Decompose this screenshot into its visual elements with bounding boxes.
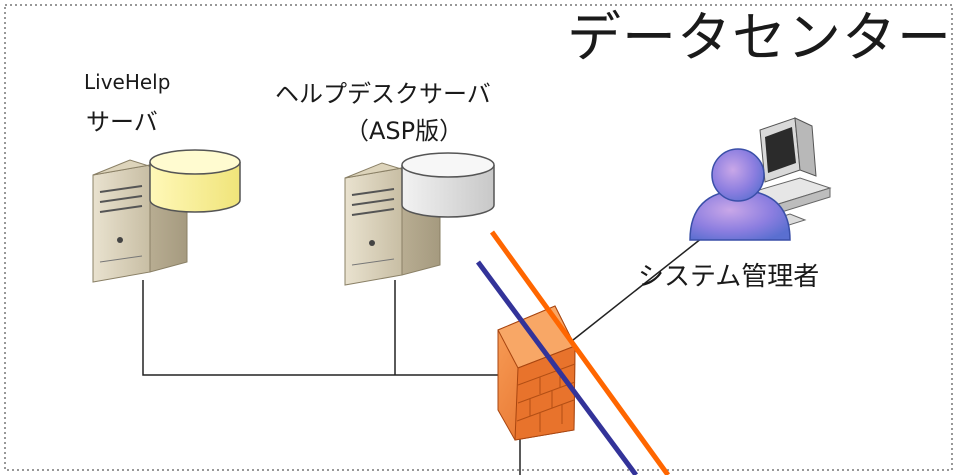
livehelp-database-icon <box>149 149 241 213</box>
livehelp-server-label-line2: サーバ <box>86 108 158 136</box>
datacenter-title: データセンター <box>567 6 952 69</box>
person-icon <box>689 148 791 241</box>
orange-diagonal-line <box>489 230 671 475</box>
livehelp-server-label-line1: LiveHelp <box>84 70 171 94</box>
helpdesk-server-label-line1: ヘルプデスクサーバ <box>275 80 491 108</box>
connector-lines <box>142 237 703 475</box>
helpdesk-database-icon <box>401 152 495 218</box>
helpdesk-server-label-line2: （ASP版） <box>345 117 464 145</box>
blue-diagonal-line <box>475 260 639 475</box>
diagram-border <box>4 4 953 471</box>
system-admin-label: システム管理者 <box>638 262 820 292</box>
